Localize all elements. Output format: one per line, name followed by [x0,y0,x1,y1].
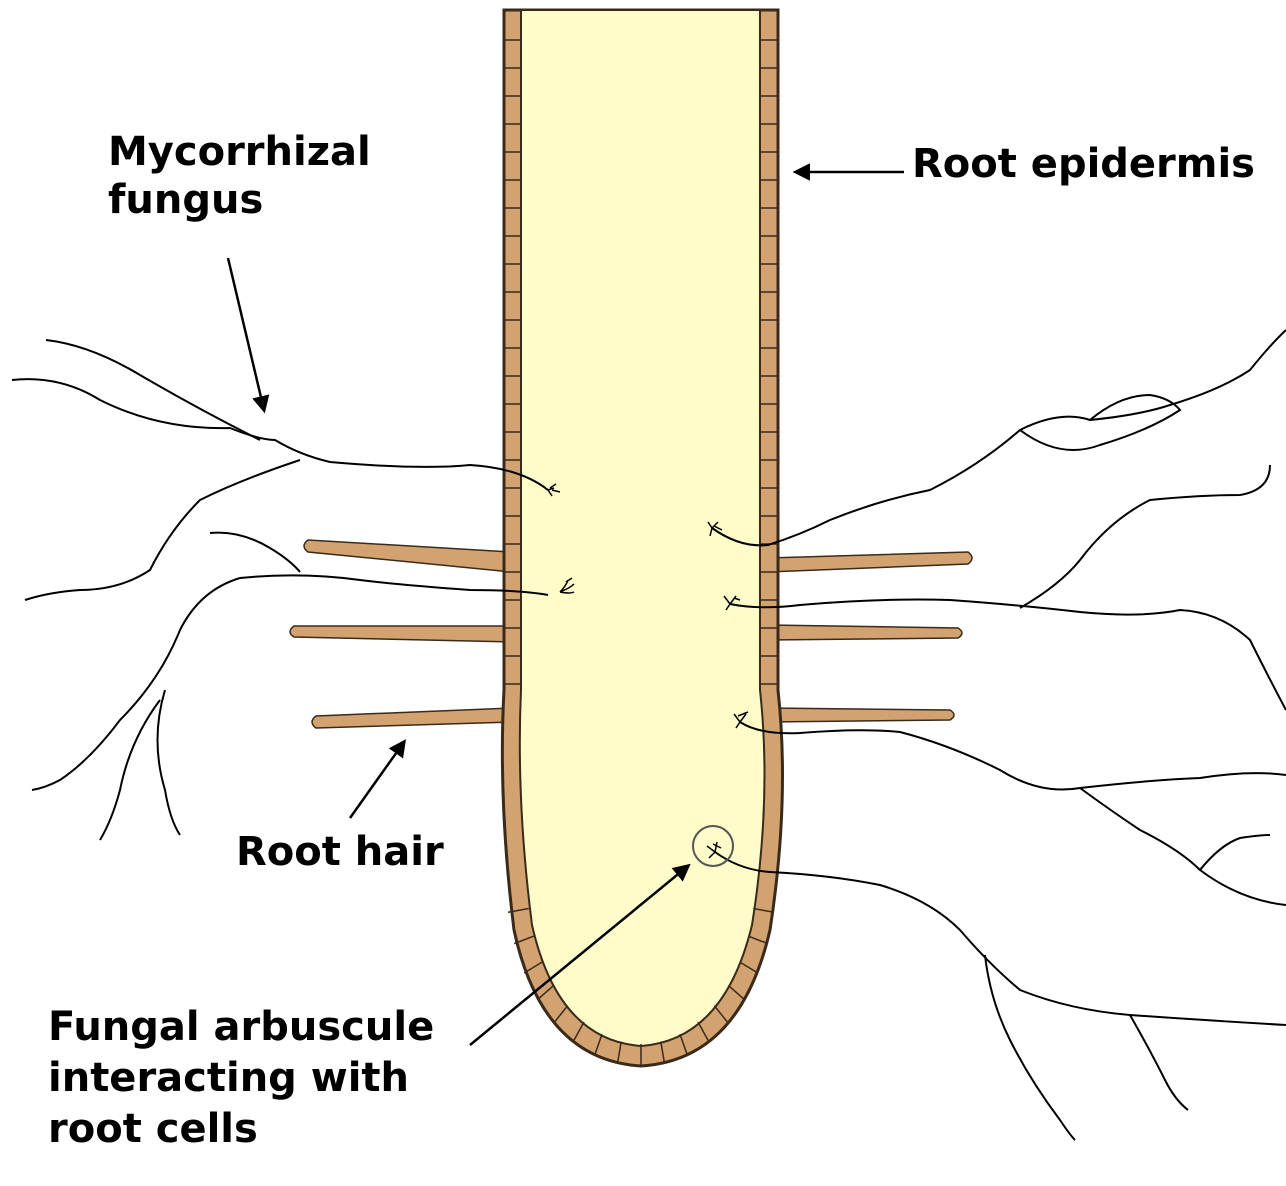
hypha-left-3 [25,460,300,600]
root-interior [520,10,765,1046]
hypha-left-2 [46,340,260,440]
label-mycorrhizal-fungus: Mycorrhizal fungus [108,128,371,224]
hypha-left-7 [210,533,300,572]
label-mycorrhizal-fungus-line-1: Mycorrhizal [108,128,371,176]
label-root-hair: Root hair [236,828,444,876]
hypha-right-6 [1080,788,1286,905]
label-fungal-arbuscule-line-1: Fungal arbuscule [48,1002,434,1053]
root-hair-left-2 [290,626,512,642]
label-fungal-arbuscule-line-3: root cells [48,1104,434,1155]
root-hair-right-3 [768,708,954,722]
hypha-right-3 [730,600,1286,710]
hypha-right-7 [1200,835,1270,870]
hypha-right-10 [1130,1015,1188,1110]
root-hair-left-3 [312,708,512,728]
arrow-root-hair [350,742,404,818]
hypha-right-5 [740,722,1286,790]
hypha-right-2 [1020,395,1180,450]
label-fungal-arbuscule: Fungal arbuscule interacting with root c… [48,1002,434,1154]
root [502,10,782,1066]
hypha-left-1 [12,379,548,490]
root-hair-right-2 [768,625,962,640]
label-mycorrhizal-fungus-line-2: fungus [108,176,371,224]
label-fungal-arbuscule-line-2: interacting with [48,1053,434,1104]
root-hair-left-1 [304,540,512,572]
hypha-left-4 [32,575,548,790]
hypha-right-8 [715,852,1286,1025]
hypha-left-5 [100,700,160,840]
hypha-left-6 [158,690,181,835]
root-hair-right-1 [768,552,972,572]
hypha-right-4 [1020,465,1270,608]
label-root-epidermis: Root epidermis [912,140,1255,188]
hypha-right-1 [712,330,1286,545]
arrow-mycorrhizal-fungus [228,258,264,410]
hypha-right-9 [985,955,1075,1140]
